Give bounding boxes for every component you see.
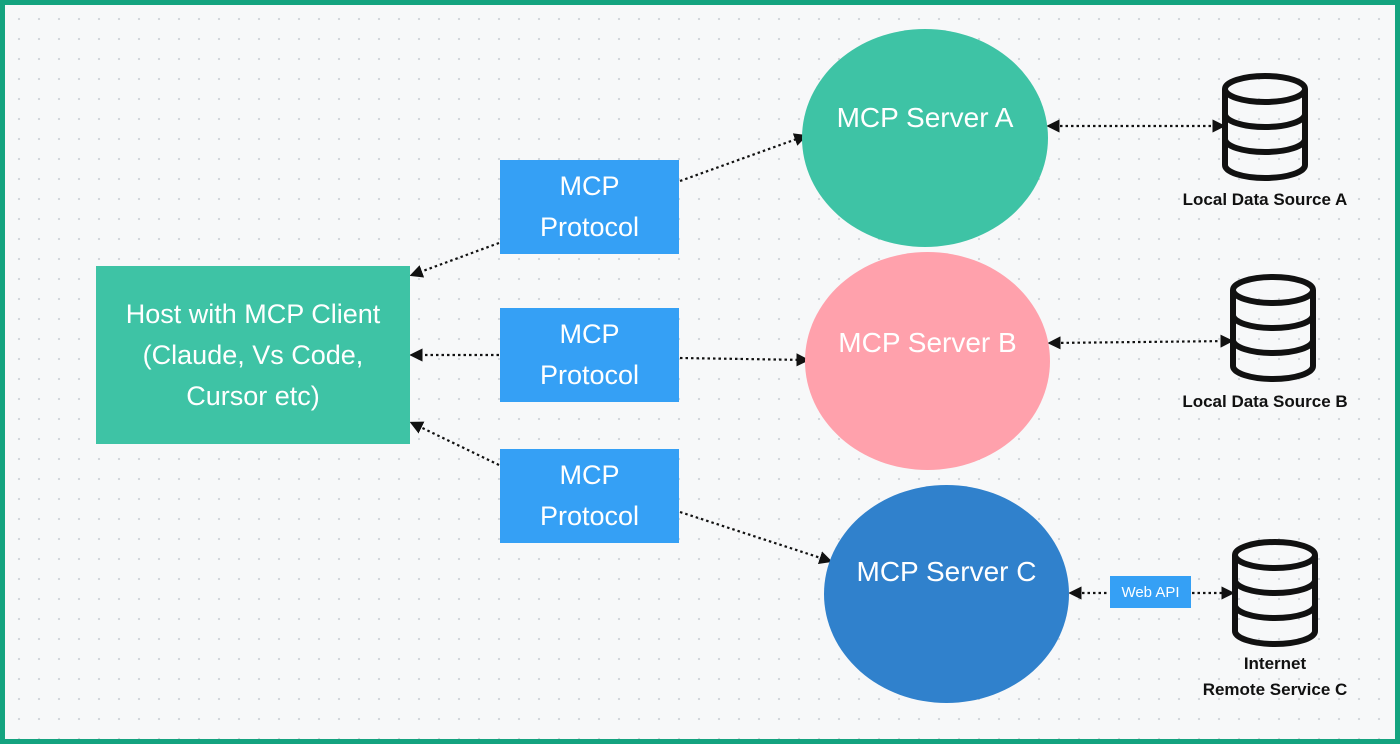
source-c-label: Internet Remote Service C — [1165, 651, 1385, 703]
host-label: Host with MCP Client (Claude, Vs Code, C… — [126, 294, 381, 417]
connectors — [409, 119, 1235, 600]
connector-protocol-2-to-server-b — [679, 353, 810, 367]
server-b-label: MCP Server B — [838, 327, 1017, 358]
mcp-protocol-box-3[interactable]: MCP Protocol — [500, 449, 679, 543]
protocol-label-1: MCP Protocol — [540, 166, 639, 248]
host-mcp-client-box[interactable]: Host with MCP Client (Claude, Vs Code, C… — [96, 266, 410, 444]
database-icon — [1222, 73, 1308, 181]
protocol-1-line-2: Protocol — [539, 212, 640, 242]
host-label-line-1: Host with MCP Client — [125, 298, 381, 329]
connector-protocol-1-to-host — [409, 241, 500, 278]
connector-layer — [409, 119, 1235, 600]
protocol-2-line-2: Protocol — [539, 360, 640, 390]
mcp-server-c-node[interactable]: MCP Server C — [824, 485, 1069, 703]
protocol-1-line-1: MCP — [559, 171, 620, 201]
host-label-line-2: (Claude, Vs Code, — [142, 339, 364, 370]
protocol-2-line-1: MCP — [559, 319, 620, 349]
connector-protocol-3-to-host — [409, 421, 500, 466]
source-a-label: Local Data Source A — [1155, 187, 1375, 213]
database-icon — [1232, 539, 1318, 647]
source-b-label: Local Data Source B — [1155, 389, 1375, 415]
source-a-label-line-1: Local Data Source A — [1182, 190, 1348, 209]
protocol-3-line-2: Protocol — [539, 501, 640, 531]
mcp-server-a-node[interactable]: MCP Server A — [802, 29, 1048, 247]
mcp-protocol-box-2[interactable]: MCP Protocol — [500, 308, 679, 402]
host-label-line-3: Cursor etc) — [186, 380, 320, 411]
protocol-label-3: MCP Protocol — [540, 455, 639, 537]
web-api-badge[interactable]: Web API — [1110, 576, 1191, 608]
source-c-label-line-1: Internet — [1243, 654, 1307, 673]
connector-protocol-3-to-server-c — [679, 510, 833, 564]
protocol-label-2: MCP Protocol — [540, 314, 639, 396]
mcp-server-b-node[interactable]: MCP Server B — [805, 252, 1050, 470]
source-c-label-line-2: Remote Service C — [1202, 680, 1348, 699]
protocol-3-line-1: MCP — [559, 460, 620, 490]
web-api-label: Web API — [1121, 583, 1180, 601]
server-c-label: MCP Server C — [856, 556, 1037, 587]
database-icon — [1230, 274, 1316, 382]
connector-protocol-1-to-server-a — [679, 133, 808, 183]
source-b-label-line-1: Local Data Source B — [1182, 392, 1348, 411]
mcp-protocol-box-1[interactable]: MCP Protocol — [500, 160, 679, 254]
server-a-label: MCP Server A — [836, 102, 1014, 133]
connector-server-b-to-source-b — [1047, 334, 1234, 350]
